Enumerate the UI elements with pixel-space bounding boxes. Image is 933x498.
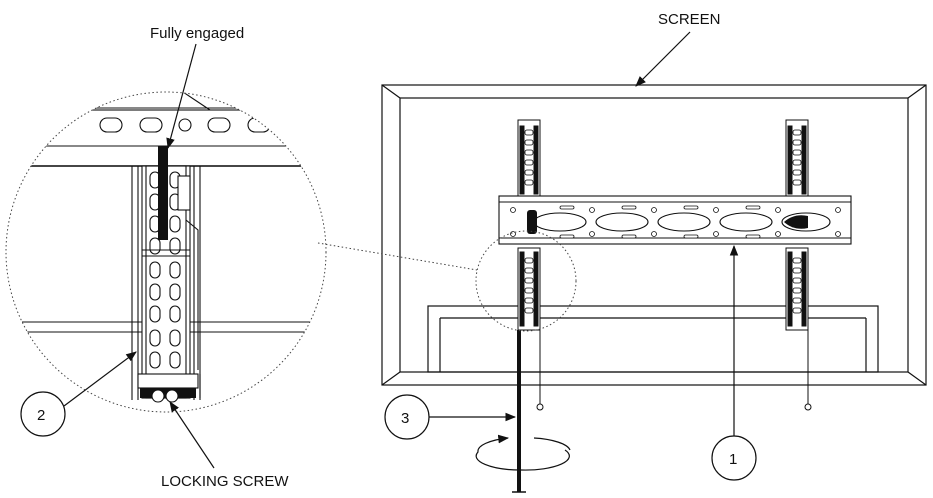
detail-marker-circle bbox=[475, 230, 577, 332]
leader-locking-screw bbox=[169, 401, 215, 469]
label-fully-engaged: Fully engaged bbox=[150, 25, 244, 42]
vertical-bracket-right bbox=[785, 119, 809, 331]
callout-1-number: 1 bbox=[729, 451, 737, 468]
callout-3-number: 3 bbox=[401, 410, 409, 427]
rotation-icon bbox=[475, 434, 571, 471]
detail-view-circle bbox=[5, 91, 327, 413]
callout-2-number: 2 bbox=[37, 407, 45, 424]
callout-2-circle bbox=[20, 391, 66, 437]
detail-connector bbox=[317, 242, 478, 271]
label-screen: SCREEN bbox=[658, 11, 721, 28]
leader-screen bbox=[635, 31, 691, 87]
lower-panel bbox=[427, 305, 879, 373]
wall-plate bbox=[498, 195, 852, 245]
safety-cords bbox=[536, 330, 812, 411]
screwdriver bbox=[512, 330, 526, 493]
leader-callout-2 bbox=[63, 351, 137, 407]
label-locking-screw: LOCKING SCREW bbox=[161, 473, 289, 490]
leader-fully-engaged bbox=[166, 43, 197, 150]
detail-view bbox=[10, 92, 326, 403]
